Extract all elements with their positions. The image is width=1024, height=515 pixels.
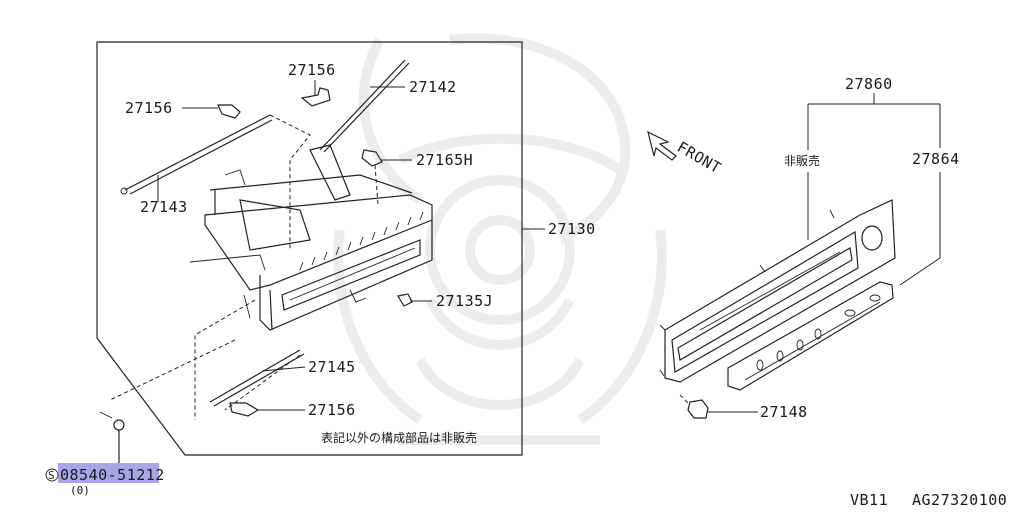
footer-code: AG27320100 (912, 491, 1007, 509)
vent-slats (299, 211, 424, 271)
cable-27142 (319, 59, 410, 153)
screw (99, 411, 125, 463)
label-27156-top: 27156 (288, 61, 336, 79)
panel-27864 (727, 281, 894, 391)
label-27864: 27864 (912, 150, 960, 168)
clip-27156-top (300, 80, 331, 107)
bulb-27165H (361, 149, 412, 167)
label-not-for-sale: 非販売 (784, 153, 820, 168)
label-27156-left: 27156 (125, 99, 173, 117)
cable-27143 (120, 114, 273, 202)
label-screw-part: 08540-51212 (60, 466, 165, 484)
label-27142: 27142 (409, 78, 457, 96)
clip-27156-left (182, 104, 241, 119)
cable-27145 (209, 349, 306, 407)
heater-control-assembly (189, 144, 433, 331)
bulb-27135J (397, 293, 432, 307)
front-arrow (647, 130, 677, 161)
label-27148: 27148 (760, 403, 808, 421)
label-27145: 27145 (308, 358, 356, 376)
knob-27148 (679, 394, 758, 419)
bezel-27860-bracket (807, 93, 941, 286)
label-front: FRONT (674, 138, 724, 177)
label-27156-bottom: 27156 (308, 401, 356, 419)
screw-highlight (58, 463, 159, 483)
label-27165H: 27165H (416, 151, 473, 169)
label-27143: 27143 (140, 198, 188, 216)
label-27135J: 27135J (436, 292, 493, 310)
screw-prefix: S (48, 469, 55, 482)
note-text: 表記以外の構成部品は非販売 (321, 430, 477, 445)
bezel-27860 (659, 199, 896, 383)
clip-27156-bottom (229, 402, 305, 417)
label-27130: 27130 (548, 220, 596, 238)
label-27860: 27860 (845, 75, 893, 93)
footer-model: VB11 (850, 491, 888, 509)
watermark-emblem (333, 33, 667, 445)
label-screw-qty: (0) (70, 484, 90, 497)
assembly-boundary (96, 41, 523, 456)
screw-symbol-circle (45, 468, 59, 482)
